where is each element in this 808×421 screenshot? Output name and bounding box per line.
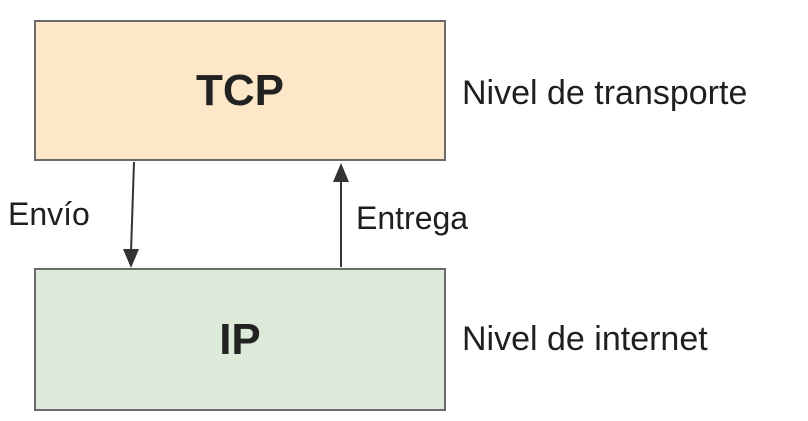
deliver-arrow-label: Entrega — [356, 200, 469, 236]
tcp-box-label: TCP — [196, 65, 284, 115]
internet-layer-label: Nivel de internet — [462, 320, 708, 358]
deliver-arrow — [333, 163, 349, 267]
send-arrow — [123, 161, 139, 268]
ip-box: IP — [34, 268, 446, 411]
ip-box-label: IP — [219, 314, 261, 364]
send-arrowhead — [123, 249, 139, 268]
tcp-box: TCP — [34, 20, 446, 161]
deliver-arrowhead — [333, 163, 349, 182]
transport-layer-label: Nivel de transporte — [462, 74, 748, 112]
send-arrow-shaft — [130, 161, 135, 253]
send-arrow-label: Envío — [8, 196, 90, 232]
